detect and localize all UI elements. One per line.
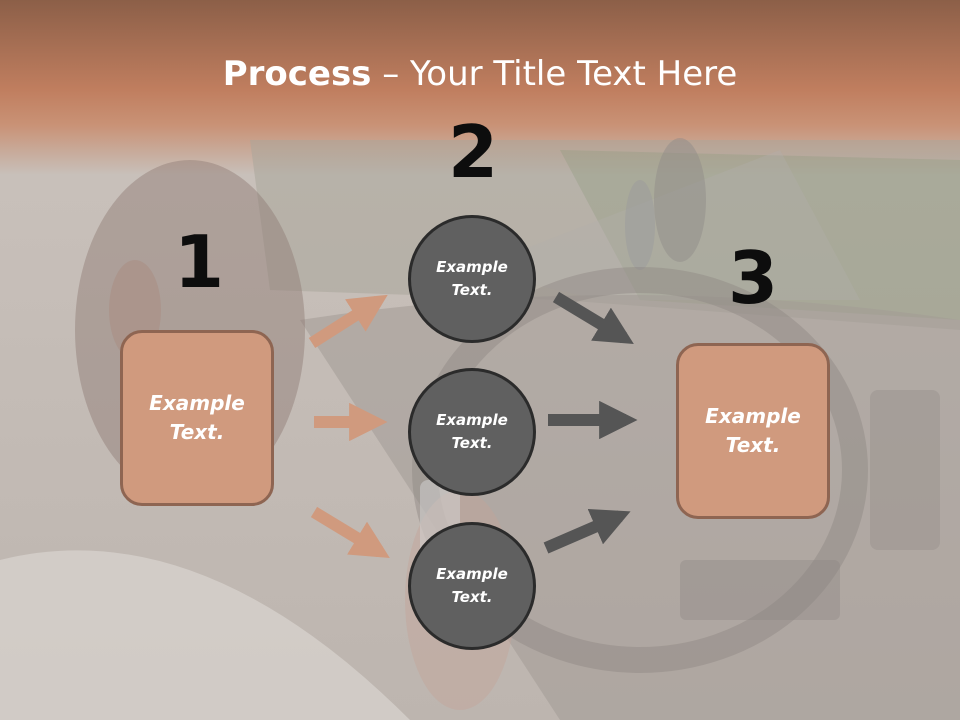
step-number-1: 1 xyxy=(173,220,225,304)
circle-bottom-line1: Example xyxy=(436,565,508,583)
box-left-line2: Text. xyxy=(169,420,225,444)
circle-middle-line2: Text. xyxy=(451,434,493,452)
circle-top-text: Example Text. xyxy=(417,256,527,302)
step-number-3: 3 xyxy=(727,236,779,320)
step-number-2: 2 xyxy=(447,110,499,194)
arrow-bottom-to-right xyxy=(543,509,631,554)
circle-middle-text: Example Text. xyxy=(417,409,527,455)
circle-middle-line1: Example xyxy=(436,411,508,429)
box-right-line2: Text. xyxy=(725,433,781,457)
box-left-text: Example Text. xyxy=(142,389,252,447)
box-right-line1: Example xyxy=(705,404,801,428)
arrow-top-to-right xyxy=(552,291,634,344)
process-circle-top: Example Text. xyxy=(408,215,536,343)
process-circle-bottom: Example Text. xyxy=(408,522,536,650)
box-right-text: Example Text. xyxy=(698,402,808,460)
arrow-left-to-top xyxy=(308,294,388,349)
circle-top-line2: Text. xyxy=(451,281,493,299)
slide-title: Process – Your Title Text Here xyxy=(0,52,960,96)
circle-bottom-line2: Text. xyxy=(451,588,493,606)
process-box-right: Example Text. xyxy=(676,343,830,519)
title-bold: Process xyxy=(222,54,372,94)
title-rest: – Your Title Text Here xyxy=(371,54,738,94)
circle-bottom-text: Example Text. xyxy=(417,563,527,609)
process-circle-middle: Example Text. xyxy=(408,368,536,496)
process-box-left: Example Text. xyxy=(120,330,274,506)
box-left-line1: Example xyxy=(149,391,245,415)
arrow-left-to-bottom xyxy=(310,506,390,558)
circle-top-line1: Example xyxy=(436,258,508,276)
